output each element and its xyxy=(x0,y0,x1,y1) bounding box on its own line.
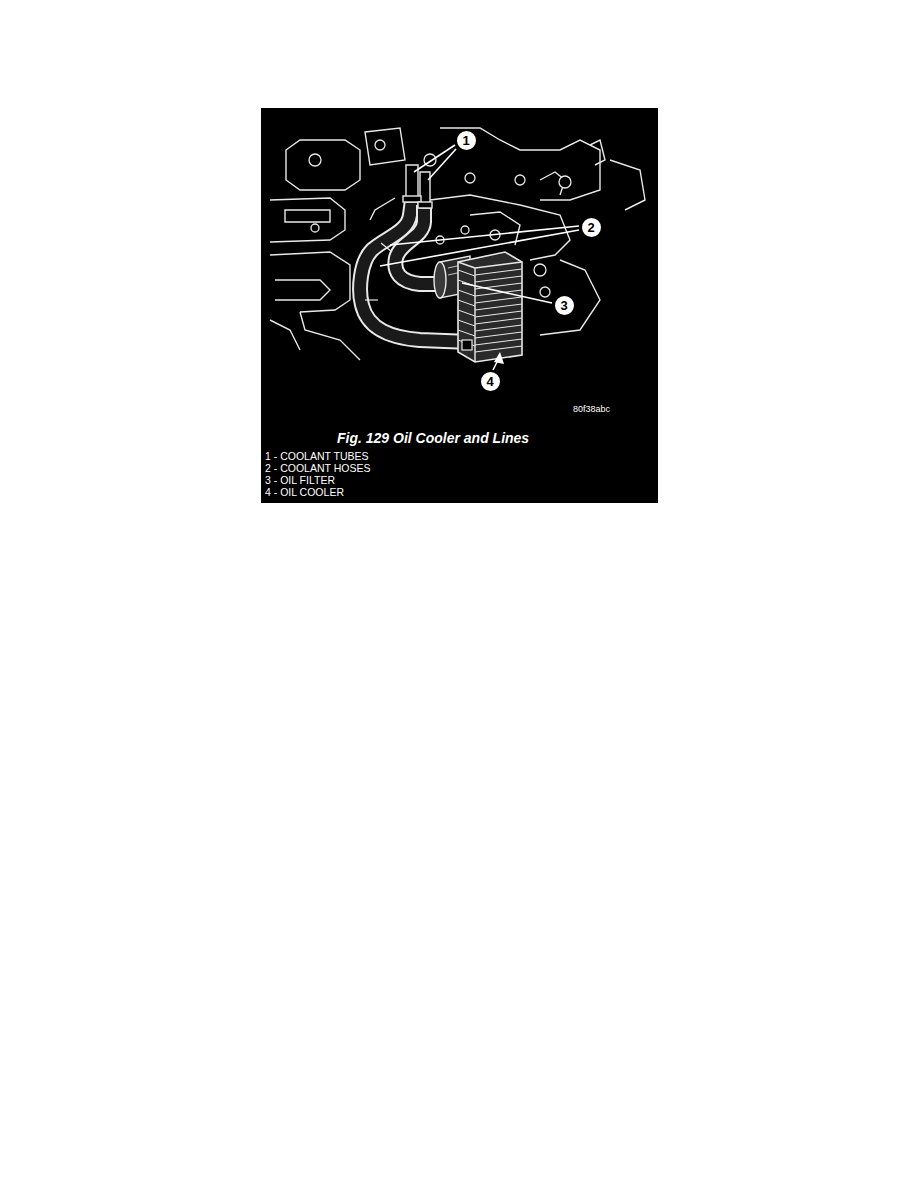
legend-line: 3 - OIL FILTER xyxy=(265,475,335,487)
callout-number: 2 xyxy=(587,221,594,234)
callout-number: 3 xyxy=(560,299,567,312)
coolant-tubes xyxy=(370,165,432,220)
callout-circle: 4 xyxy=(479,370,502,393)
figure-caption: Fig. 129 Oil Cooler and Lines xyxy=(337,430,529,446)
callout-circle: 3 xyxy=(553,294,576,317)
legend-line: 4 - OIL COOLER xyxy=(265,487,344,499)
callout-circle: 2 xyxy=(580,216,603,239)
coolant-hoses xyxy=(360,200,470,342)
legend-line: 2 - COOLANT HOSES xyxy=(265,463,370,475)
leader-lines xyxy=(380,145,579,370)
callout-circle: 1 xyxy=(455,129,478,152)
legend-line: 1 - COOLANT TUBES xyxy=(265,451,368,463)
bolts xyxy=(309,140,571,297)
oil-cooler xyxy=(458,252,522,362)
callout-number: 1 xyxy=(462,134,469,147)
arrowhead xyxy=(494,352,504,364)
callout-number: 4 xyxy=(486,375,493,388)
figure-code: 80f38abc xyxy=(573,405,610,415)
figure-panel xyxy=(261,108,658,503)
